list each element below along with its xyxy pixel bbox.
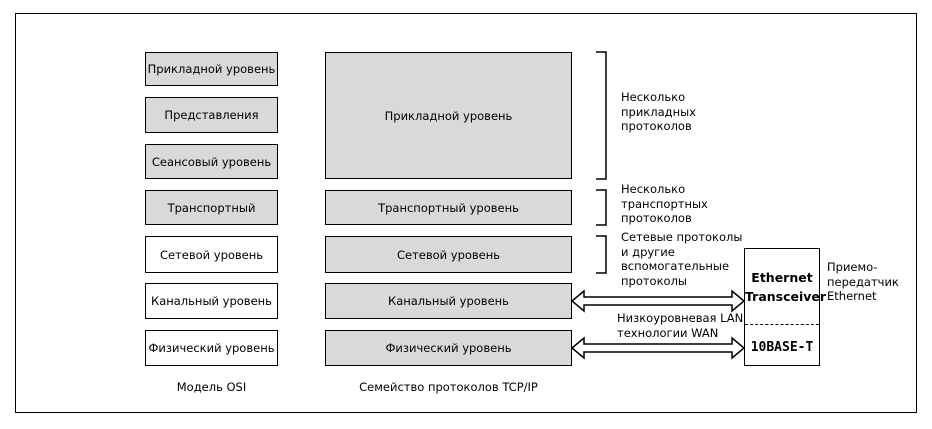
- ethernet-transceiver-label: Приемо- передатчик Ethernet: [827, 260, 899, 303]
- ethernet-standard-label: 10BASE-T: [750, 340, 814, 355]
- transceiver-divider: [745, 324, 819, 325]
- tcpip-transport-layer: Транспортный уровень: [325, 190, 572, 225]
- osi-application-layer: Прикладной уровень: [145, 52, 278, 86]
- network-bracket: [596, 235, 607, 274]
- ethernet-transceiver-title: Ethernet Transceiver: [745, 270, 827, 304]
- osi-caption: Модель OSI: [176, 380, 247, 394]
- osi-transport-layer: Транспортный: [145, 190, 278, 225]
- datalink-double-arrow: [570, 289, 746, 313]
- application-protocols-note: Несколько прикладных протоколов: [621, 90, 696, 133]
- tcpip-physical-layer: Физический уровень: [325, 330, 572, 366]
- application-bracket: [596, 51, 607, 180]
- network-protocols-note: Сетевые протоколы и другие вспомогательн…: [621, 230, 743, 288]
- osi-session-layer: Сеансовый уровень: [145, 144, 278, 179]
- tcpip-datalink-layer: Канальный уровень: [325, 283, 572, 319]
- tcpip-application-layer: Прикладной уровень: [325, 52, 572, 179]
- transport-bracket: [596, 189, 607, 226]
- ethernet-transceiver-box: Ethernet Transceiver 10BASE-T: [744, 248, 827, 366]
- tcpip-network-layer: Сетевой уровень: [325, 236, 572, 273]
- diagram-frame: [15, 13, 917, 413]
- osi-presentation-layer: Представления: [145, 97, 278, 133]
- transport-protocols-note: Несколько транспортных протоколов: [621, 182, 708, 225]
- osi-datalink-layer: Канальный уровень: [145, 283, 278, 319]
- lan-wan-note: Низкоуровневая LAN и технологии WAN: [617, 311, 754, 340]
- osi-physical-layer: Физический уровень: [145, 330, 278, 366]
- physical-double-arrow: [570, 336, 746, 360]
- osi-network-layer: Сетевой уровень: [145, 236, 278, 273]
- tcpip-caption: Семейство протоколов TCP/IP: [359, 380, 538, 394]
